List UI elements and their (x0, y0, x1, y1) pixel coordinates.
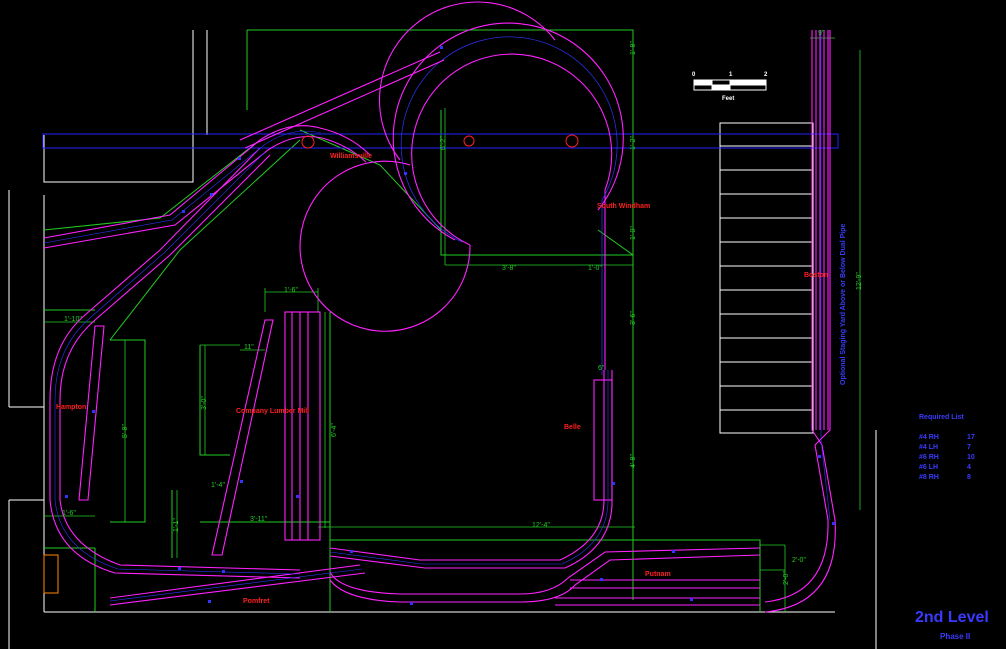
dim-3-6: 3'-6" (630, 311, 644, 332)
dim-text: 4'-8" (630, 454, 637, 468)
plan-title: 2nd Level (915, 609, 989, 626)
dim-1-6-mid: 1'-6" (284, 287, 298, 294)
scale-tick-0: 0 (692, 72, 696, 78)
dim-6-4: 6'-4" (331, 423, 345, 444)
dim-1-8-top: 1'-8" (630, 41, 644, 62)
required-list-row: #6 RH 10 (919, 454, 975, 461)
label-boston: Boston (804, 272, 829, 279)
dim-6: 6" (598, 365, 605, 372)
label-putnam: Putnam (645, 571, 671, 578)
dim-1-4: 1'-4" (211, 482, 225, 489)
dim-11: 11" (244, 344, 254, 351)
dim-text: 5'-8" (122, 424, 129, 438)
required-list-row: #8 RH 8 (919, 474, 971, 481)
track-centerline (43, 30, 831, 602)
label-south-windham: South Windham (597, 203, 651, 210)
turnout-count: 8 (967, 474, 971, 481)
turnout-type: #4 RH (919, 434, 939, 441)
scale-tick-2: 2 (764, 72, 768, 78)
scale-unit: Feet (722, 96, 735, 102)
dim-2-0-b: 2'-0" (783, 571, 797, 592)
dim-6-2: 6'-2" (440, 136, 454, 157)
main-track (43, 30, 836, 613)
dim-text: 1'-2" (630, 136, 637, 150)
blue-beam (42, 133, 839, 149)
scale-bar (693, 79, 767, 91)
turnout-count: 10 (967, 454, 975, 461)
dim-3-8: 3'-8" (502, 265, 516, 272)
label-williamsville: Williamsville (330, 153, 372, 160)
scale-tick-1: 1 (729, 72, 733, 78)
dim-1-0-b: 1'-0" (588, 265, 602, 272)
dim-1-10: 1'-10" (64, 316, 82, 323)
turnout-count: 17 (967, 434, 975, 441)
pipe-markers (301, 134, 579, 149)
dim-1-0-a: 1'-0" (630, 226, 644, 247)
dim-12-4: 12'-4" (532, 522, 550, 529)
dim-3-11: 3'-11" (250, 516, 268, 523)
dim-4-8: 4'-8" (630, 454, 644, 475)
required-list-row: #4 LH 7 (919, 444, 971, 451)
dim-text: 2'-0" (783, 571, 790, 585)
dim-text: 12'-9" (856, 272, 863, 290)
dimension-lines (44, 30, 861, 612)
label-hampton: Hampton (56, 404, 87, 411)
dim-1-1: 1'-1" (173, 518, 187, 539)
dim-text: 3'-0" (201, 396, 208, 410)
dim-text: 1'-8" (630, 41, 637, 55)
turnout-markers (65, 46, 835, 605)
turnout-type: #4 LH (919, 444, 939, 451)
dim-12-9: 12'-9" (856, 272, 874, 297)
turnout-type: #6 RH (919, 454, 939, 461)
dim-text: 1'-0" (630, 226, 637, 240)
room-walls (8, 30, 877, 649)
dim-text: 6'-4" (331, 423, 338, 437)
dim-1-6-left: 1'-6" (62, 510, 76, 517)
plan-subtitle: Phase II (940, 632, 971, 641)
staging-note: Optional Staging Yard Above or Below Dua… (840, 224, 1001, 392)
turnout-count: 7 (967, 444, 971, 451)
turnout-type: #6 LH (919, 464, 939, 471)
dim-text: 1'-1" (173, 518, 180, 532)
label-pomfret: Pomfret (243, 598, 270, 605)
helix-centerline (400, 36, 618, 375)
required-list-row: #4 RH 17 (919, 434, 975, 441)
turnout-count: 4 (967, 464, 971, 471)
dim-9: 9" (818, 30, 825, 37)
helix-loop (299, 1, 624, 370)
dim-2-0-a: 2'-0" (792, 557, 806, 564)
dim-3-0: 3'-0" (201, 396, 215, 417)
dim-text: 6'-2" (440, 136, 447, 150)
staging-note-text: Optional Staging Yard Above or Below Dua… (840, 223, 847, 385)
label-belle: Belle (564, 424, 581, 431)
dim-text: 3'-6" (630, 311, 637, 325)
turnout-type: #8 RH (919, 474, 939, 481)
dim-5-8: 5'-8" (122, 424, 136, 445)
dim-1-2: 1'-2" (630, 136, 644, 157)
label-company-lumber: Company Lumber Mill (236, 408, 310, 415)
required-list-row: #6 LH 4 (919, 464, 971, 471)
benchwork-outline (43, 29, 761, 612)
required-list-title: Required List (919, 414, 964, 421)
